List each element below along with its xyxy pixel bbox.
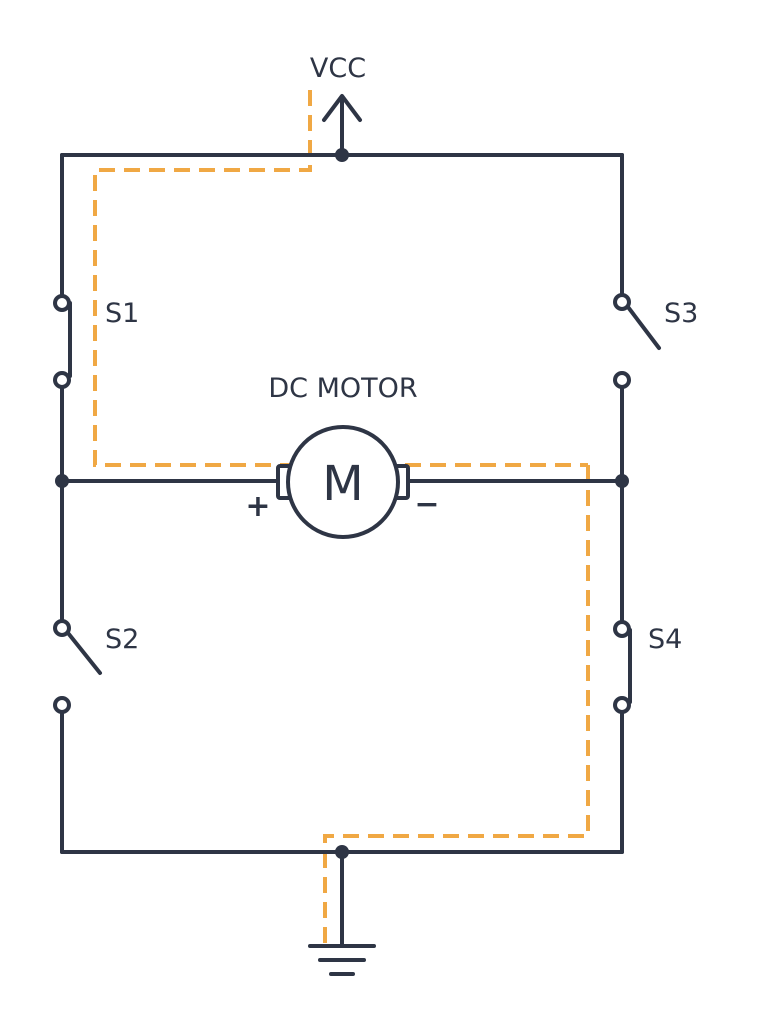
right-bridge-junction: [615, 474, 629, 488]
motor-title: DC MOTOR: [268, 373, 417, 404]
ground-icon: [308, 850, 376, 976]
switch-s1: [53, 294, 72, 389]
switch-s4: [613, 620, 632, 714]
motor-plus-label: +: [245, 489, 270, 524]
vcc-label: VCC: [310, 53, 366, 84]
motor-symbol: M: [322, 456, 363, 512]
s2-label: S2: [105, 624, 139, 655]
s4-label: S4: [648, 624, 682, 655]
vcc-junction: [335, 148, 349, 162]
left-bridge-junction: [55, 474, 69, 488]
dc-motor: [276, 425, 410, 539]
s3-label: S3: [664, 298, 698, 329]
switch-s3: [613, 293, 661, 389]
s1-label: S1: [105, 298, 139, 329]
current-path-bottom: [323, 465, 590, 945]
motor-minus-label: −: [414, 487, 439, 522]
switch-s2: [53, 619, 102, 714]
vcc-arrow: [322, 94, 362, 157]
current-path-top: [93, 90, 588, 467]
